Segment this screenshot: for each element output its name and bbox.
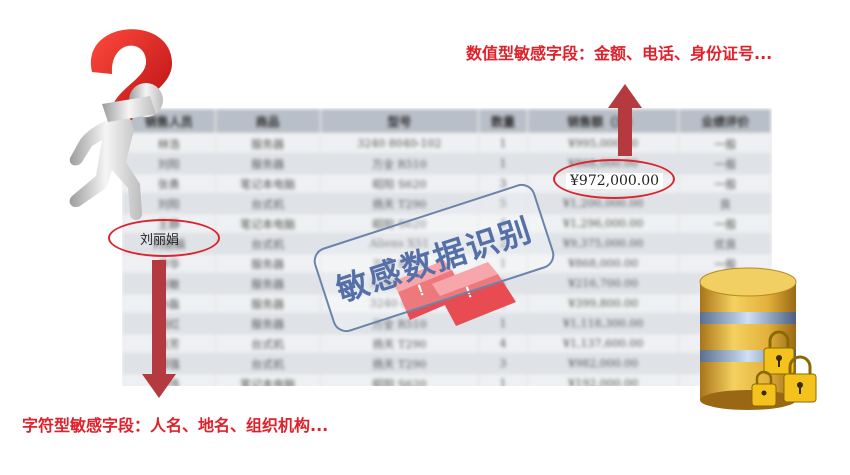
table-cell: 台式机 <box>214 193 321 214</box>
table-cell: ¥9,375,000.00 <box>526 233 680 254</box>
table-cell: ¥868,000.00 <box>526 253 680 274</box>
table-cell: 李华 <box>122 253 216 274</box>
table-cell: ¥1,200,000.00 <box>526 193 680 214</box>
highlighted-amount: ¥972,000.00 <box>566 173 664 189</box>
numeric-sensitive-field-caption: 数值型敏感字段：金额、电话、身份证号... <box>466 44 773 63</box>
column-header: 销售额（元） <box>526 108 680 134</box>
highlighted-name: 刘丽娟 <box>140 233 180 248</box>
arrow-up-icon <box>608 84 642 156</box>
table-cell: 1 <box>477 153 528 174</box>
table-cell: 3 <box>477 173 528 194</box>
table-cell: 一般 <box>678 173 772 194</box>
table-cell: 1 <box>477 313 528 334</box>
table-cell: 1 <box>477 373 528 386</box>
arrow-down-icon <box>142 260 176 398</box>
svg-text:!: ! <box>416 282 427 300</box>
table-cell: 1 <box>477 133 528 154</box>
table-cell: 服务器 <box>214 133 321 154</box>
table-cell: 笔记本电脑 <box>214 173 321 194</box>
table-cell: 服务器 <box>214 313 321 334</box>
table-cell: ¥216,700.00 <box>526 273 680 294</box>
table-cell: 扬天 T290 <box>319 193 479 214</box>
table-header-row: 销售人员商品型号数量销售额（元）业绩评价 <box>122 108 772 134</box>
table-cell: 赵敏 <box>122 273 216 294</box>
column-header: 商品 <box>214 108 321 134</box>
table-cell: 台式机 <box>214 353 321 374</box>
table-cell: 服务器 <box>214 293 321 314</box>
table-cell: 扬天 T290 <box>319 333 479 354</box>
table-cell: ¥1,137,600.00 <box>526 333 680 354</box>
table-cell: 笔记本电脑 <box>214 213 321 234</box>
table-cell: ¥982,000.00 <box>526 353 680 374</box>
column-header: 业绩评价 <box>678 108 772 134</box>
table-cell: 孙磊 <box>122 293 216 314</box>
table-cell: 万全 R510 <box>319 313 479 334</box>
table-cell: 昭阳 S620 <box>319 373 479 386</box>
column-header: 销售人员 <box>122 108 216 134</box>
table-cell: ¥192,000.00 <box>526 373 680 386</box>
database-lock-icon <box>699 267 817 410</box>
column-header: 型号 <box>319 108 479 134</box>
amount-highlight-ellipse <box>553 159 675 199</box>
string-sensitive-field-caption: 字符型敏感字段：人名、地名、组织机构... <box>22 416 329 435</box>
table-cell: 台式机 <box>214 233 321 254</box>
table-cell: ¥1,118,300.00 <box>526 313 680 334</box>
table-cell: 张勇 <box>122 173 216 194</box>
alert-blocks-icon: ! ! <box>392 260 516 326</box>
table-cell: 刘阳 <box>122 153 216 174</box>
column-header: 数量 <box>477 108 528 134</box>
svg-text:!: ! <box>464 284 475 302</box>
table-cell: 良 <box>678 193 772 214</box>
question-mark-figure-icon <box>69 29 173 220</box>
table-cell: 万全 R510 <box>319 153 479 174</box>
table-cell: Aliens X51 <box>319 233 479 254</box>
table-cell: 笔记本电脑 <box>214 373 321 386</box>
table-cell: ¥1,296,000.00 <box>526 213 680 234</box>
table-cell: 4 <box>477 213 528 234</box>
table-cell: 一般 <box>678 213 772 234</box>
table-cell: 服务器 <box>214 273 321 294</box>
table-cell: 一般 <box>678 133 772 154</box>
name-highlight-ellipse <box>108 219 220 257</box>
table-cell: 服务器 <box>214 253 321 274</box>
table-cell: 扬天 T290 <box>319 353 479 374</box>
table-cell: 5 <box>477 193 528 214</box>
table-cell: 刘阳 <box>122 193 216 214</box>
table-cell: 昭阳 S620 <box>319 213 479 234</box>
